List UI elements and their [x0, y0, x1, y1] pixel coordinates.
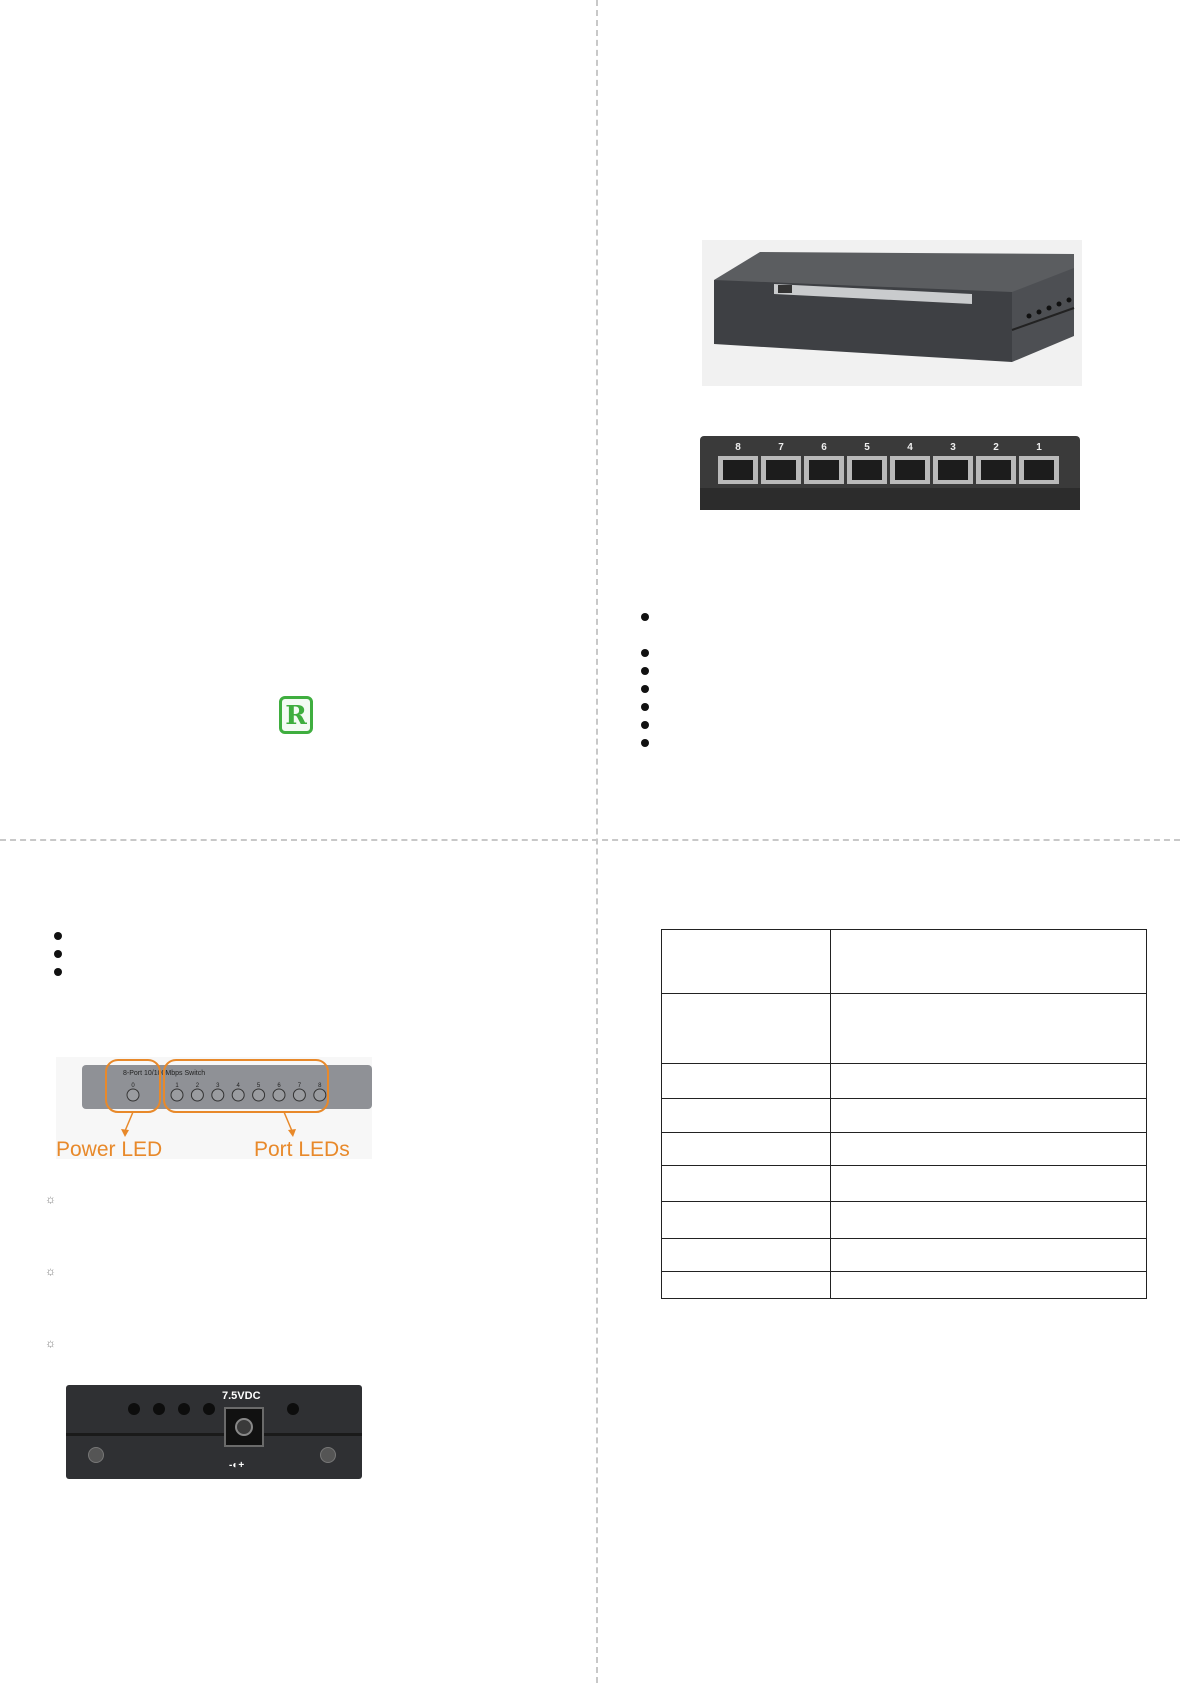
port-number-label: 3 [950, 442, 956, 453]
vent-hole [153, 1403, 165, 1415]
spec-label-cell [661, 1132, 831, 1166]
rear-panel-photo: 7.5VDC -◐+ [66, 1385, 362, 1479]
power-led-arrow [124, 1111, 134, 1132]
vent-hole [203, 1403, 215, 1415]
table-row [661, 993, 1147, 1064]
spec-value-cell [830, 1165, 1147, 1202]
spec-value-cell [830, 929, 1147, 994]
port-leds-highlight [163, 1059, 329, 1113]
led-number-label: 0 [131, 1083, 135, 1089]
led-indicator [313, 1088, 327, 1102]
port-number-label: 5 [864, 442, 870, 453]
led-status-icon: ☼ [45, 1336, 56, 1350]
led-number-label: 1 [175, 1083, 179, 1089]
package-bullet [54, 932, 62, 940]
switch-brand-badge [778, 285, 792, 293]
spec-label-cell [661, 1165, 831, 1202]
feature-bullet [641, 721, 649, 729]
rj45-port-opening [938, 460, 968, 480]
led-number-label: 6 [277, 1083, 281, 1089]
rj45-port-opening [852, 460, 882, 480]
rj45-port-opening [895, 460, 925, 480]
feature-bullet [641, 613, 649, 621]
port-number-label: 6 [821, 442, 827, 453]
led-number-label: 7 [298, 1083, 302, 1089]
package-bullet [54, 950, 62, 958]
led-number-label: 2 [196, 1083, 200, 1089]
vent-hole [178, 1403, 190, 1415]
spec-value-cell [830, 1063, 1147, 1099]
feature-bullet [641, 649, 649, 657]
table-row [661, 1201, 1147, 1239]
port-number-label: 7 [778, 442, 784, 453]
spec-value-cell [830, 1132, 1147, 1166]
led-number-label: 8 [318, 1083, 322, 1089]
rj45-port-opening [981, 460, 1011, 480]
rj45-port-opening [809, 460, 839, 480]
led-indicator [272, 1088, 286, 1102]
power-led-caption: Power LED [56, 1138, 163, 1161]
table-row [661, 1271, 1147, 1299]
specification-table [661, 929, 1147, 1299]
led-indicator [170, 1088, 184, 1102]
screw-icon [88, 1447, 104, 1463]
brand-logo: R [279, 696, 313, 734]
polarity-symbol: -◐+ [229, 1460, 245, 1471]
port-number-label: 4 [907, 442, 913, 453]
horizontal-fold-line [0, 839, 1180, 841]
rj45-port-opening [723, 460, 753, 480]
spec-value-cell [830, 993, 1147, 1064]
switch-port-panel: 8 7 6 5 4 3 2 1 [700, 436, 1080, 510]
feature-bullet [641, 685, 649, 693]
spec-value-cell [830, 1098, 1147, 1133]
screw-icon [320, 1447, 336, 1463]
spec-label-cell [661, 1271, 831, 1299]
led-number-label: 5 [257, 1083, 261, 1089]
power-input-label: 7.5VDC [222, 1390, 261, 1402]
port-number-label: 2 [993, 442, 999, 453]
led-indicator [252, 1088, 266, 1102]
spec-label-cell [661, 929, 831, 994]
table-row [661, 1165, 1147, 1202]
package-bullet [54, 968, 62, 976]
led-status-icon: ☼ [45, 1264, 56, 1278]
switch-product-photo [702, 240, 1082, 386]
table-row [661, 1098, 1147, 1133]
table-row [661, 1132, 1147, 1166]
led-status-icon: ☼ [45, 1192, 56, 1206]
rj45-port-opening [766, 460, 796, 480]
port-leds-arrow [283, 1111, 293, 1132]
led-indicator [126, 1088, 140, 1102]
led-indicator [211, 1088, 225, 1102]
port-number-label: 1 [1036, 442, 1042, 453]
feature-bullet [641, 739, 649, 747]
led-indicator [292, 1088, 306, 1102]
feature-bullet [641, 703, 649, 711]
spec-label-cell [661, 993, 831, 1064]
led-number-label: 3 [216, 1083, 220, 1089]
feature-bullet [641, 667, 649, 675]
spec-label-cell [661, 1238, 831, 1272]
spec-value-cell [830, 1271, 1147, 1299]
table-row [661, 929, 1147, 994]
dc-power-jack [224, 1407, 264, 1447]
table-row [661, 1063, 1147, 1099]
table-row [661, 1238, 1147, 1272]
vertical-fold-line [596, 0, 598, 1683]
spec-label-cell [661, 1098, 831, 1133]
brand-logo-letter: R [285, 701, 307, 731]
spec-value-cell [830, 1238, 1147, 1272]
port-number-label: 8 [735, 442, 741, 453]
vent-hole [287, 1403, 299, 1415]
spec-label-cell [661, 1063, 831, 1099]
rj45-port-opening [1024, 460, 1054, 480]
led-indicator [231, 1088, 245, 1102]
led-indicator [190, 1088, 204, 1102]
vent-hole [128, 1403, 140, 1415]
spec-value-cell [830, 1201, 1147, 1239]
port-leds-caption: Port LEDs [254, 1138, 350, 1161]
spec-label-cell [661, 1201, 831, 1239]
led-number-label: 4 [237, 1083, 241, 1089]
